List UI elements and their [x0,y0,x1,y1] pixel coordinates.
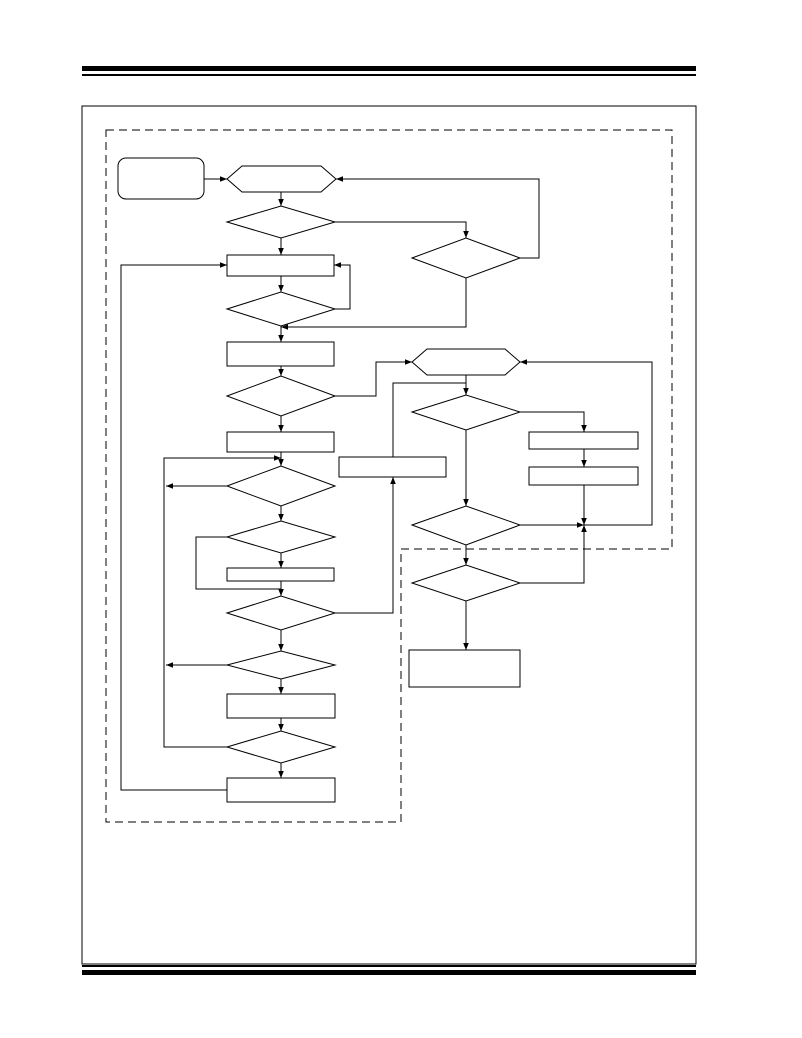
node-process-3 [226,431,335,453]
edge-dr1-prep [336,176,540,259]
node-decision-r4 [410,564,522,602]
edge-join-prep2 [520,359,653,526]
node-decision-8 [225,730,337,764]
header-rule-thick [82,66,696,71]
node-prep-2 [411,348,521,376]
node-process-mid [338,456,447,478]
edge-d1-dr1 [335,221,469,238]
footer-rule-thin [82,965,696,967]
edge-pmid-join [392,382,466,457]
edge-dr2-pr1 [520,411,587,432]
node-decision-7 [225,650,337,680]
node-prep-1 [226,165,337,193]
edge-d6-pmid [335,477,396,614]
node-decision-3 [225,375,337,417]
node-decision-r3 [410,505,522,546]
node-decision-5 [225,520,337,554]
node-process-r2 [528,466,639,486]
node-decision-2 [225,291,337,327]
node-start [117,157,205,200]
footer-rule-thick [82,970,696,975]
edge-d3-prep2 [335,359,412,397]
node-process-5 [226,693,336,719]
node-process-6 [226,777,336,803]
edge-dr4-join [520,525,587,584]
header-rule-thin [82,74,696,76]
node-decision-4 [225,465,337,507]
node-process-r1 [528,431,639,450]
edge-dr1-join [281,278,467,330]
edge-d2-loop [334,262,351,310]
node-end [408,649,521,688]
node-process-2 [226,341,335,367]
node-decision-r1 [410,237,522,279]
dashed-region-outline [105,129,673,823]
node-process-4 [226,567,335,582]
node-decision-r2 [410,394,522,431]
node-decision-6 [225,595,337,631]
node-decision-1 [225,205,337,239]
edge-d5-bypass [195,536,281,590]
node-process-1 [226,254,335,277]
figure-border [81,105,697,965]
edge-d8-loop [163,455,281,748]
edge-p6-p1 [120,262,227,791]
